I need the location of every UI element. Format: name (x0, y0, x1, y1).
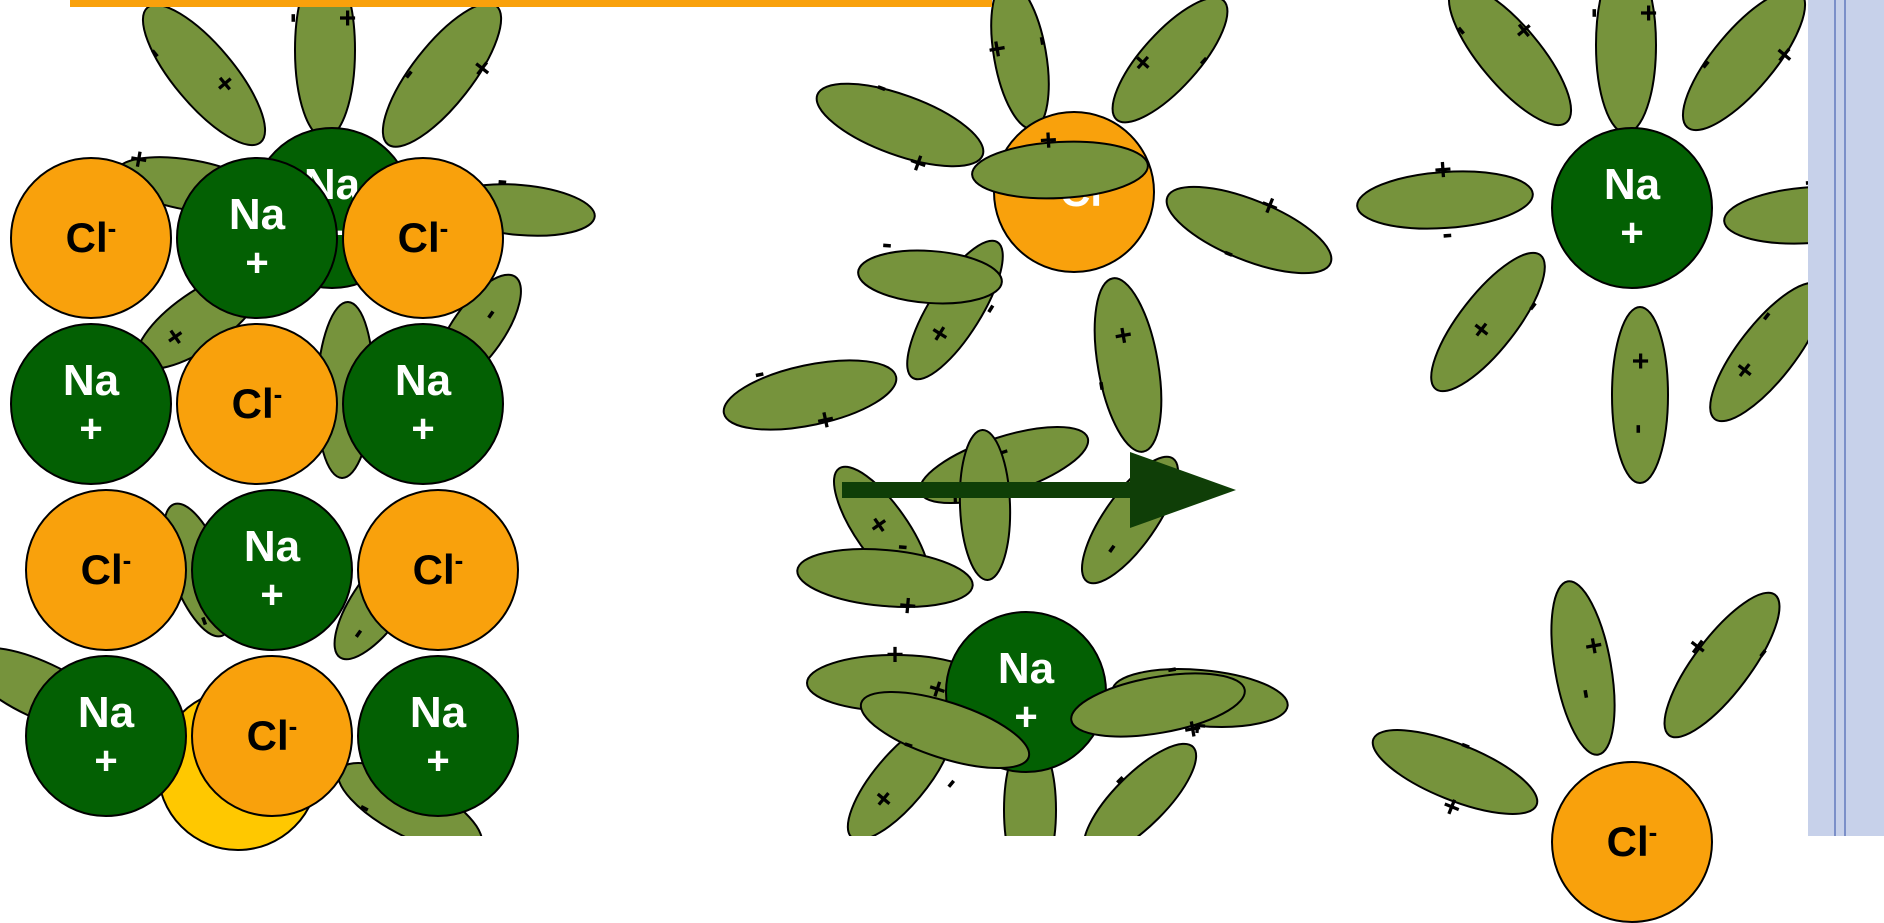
water-molecule-icon: + (970, 119, 1150, 203)
positive-pole-mark: + (1039, 124, 1058, 158)
front-layer: + +-+- (0, 0, 1884, 836)
slide-right-border (1808, 0, 1884, 836)
reaction-arrow-icon (842, 452, 1236, 528)
dissolution-diagram: +-+-+-+-+----+-+-+-+-+--+-+-++-+-+-+-+-+… (0, 0, 1884, 836)
water-molecule-icon: +- (849, 653, 1045, 796)
title-accent-bar (70, 0, 992, 7)
water-molecule-icon: +- (1063, 640, 1253, 766)
